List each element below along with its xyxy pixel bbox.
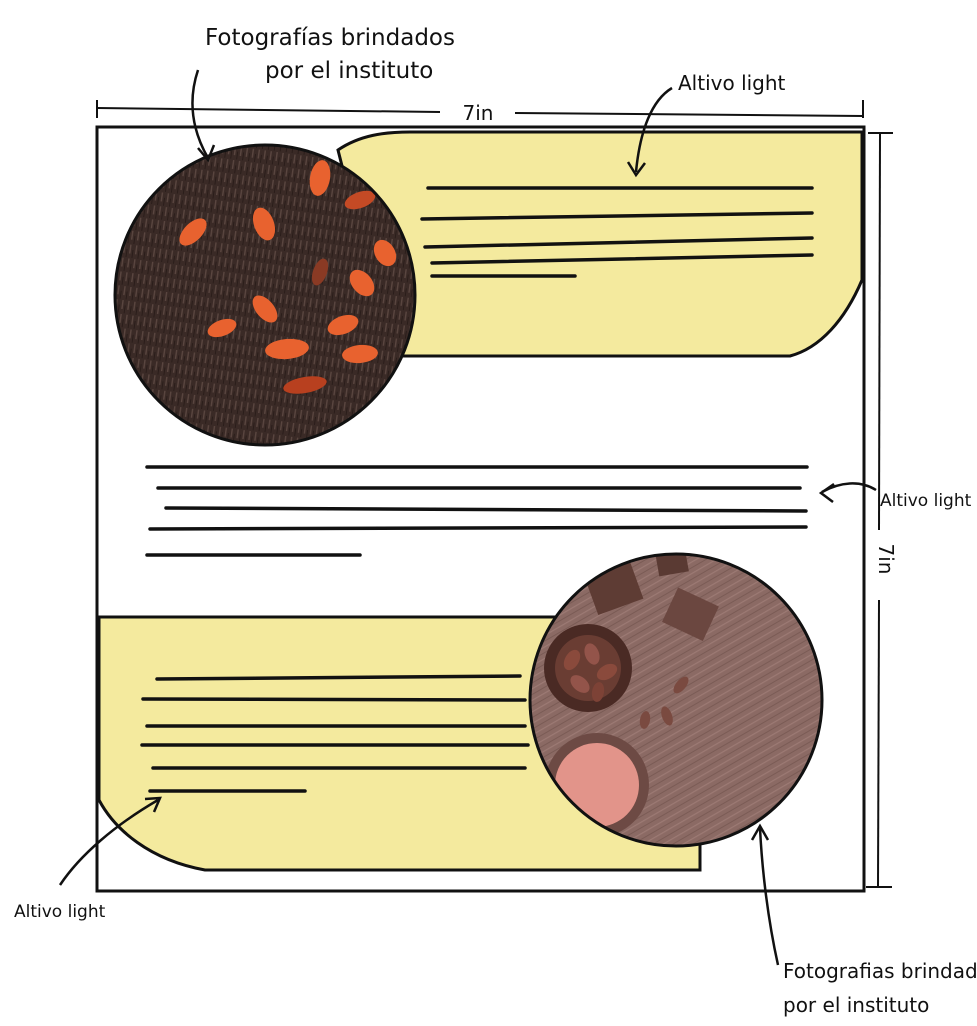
text-line	[143, 699, 525, 700]
height-label: 7in	[874, 544, 898, 575]
annotation-photo-top-line1: Fotografías brindados	[205, 25, 455, 51]
width-dimension: 7in	[97, 100, 863, 125]
annotation-font-middle: Altivo light	[821, 483, 972, 511]
top-photo	[115, 145, 415, 445]
arrow-icon	[760, 828, 778, 965]
annotation-font-bottom-label: Altivo light	[14, 902, 106, 922]
text-line	[166, 508, 806, 511]
annotation-font-middle-label: Altivo light	[880, 491, 972, 511]
annotation-photo-top-line2: por el instituto	[265, 58, 433, 84]
annotation-photo-bottom-line2: por el instituto	[783, 993, 929, 1017]
middle-body-text	[147, 467, 807, 555]
arrow-head-icon	[821, 484, 834, 502]
text-line	[150, 527, 806, 529]
arrow-icon	[193, 70, 208, 158]
annotation-font-top-label: Altivo light	[678, 71, 786, 95]
annotation-photo-bottom-line1: Fotografias brindadas	[783, 959, 977, 983]
width-label: 7in	[463, 101, 494, 125]
bottom-photo	[530, 548, 822, 846]
